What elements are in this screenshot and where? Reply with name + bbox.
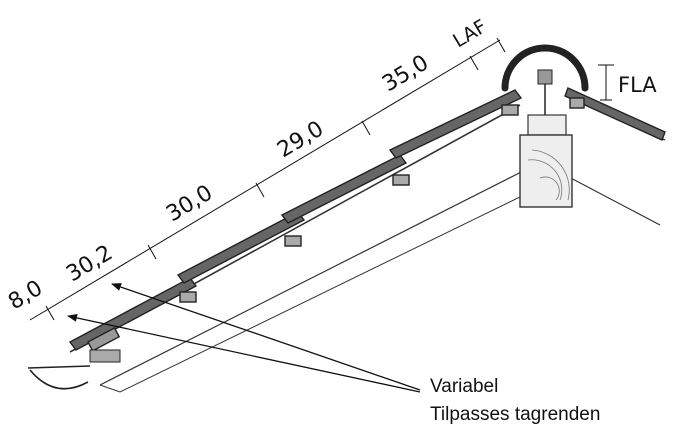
callout-line-1: Variabel <box>430 376 498 397</box>
dimension-eave: 8,0 <box>4 276 47 315</box>
tile-row <box>501 104 519 116</box>
dimension-batten-2: 30,0 <box>162 180 217 227</box>
roof-tiles <box>68 87 666 352</box>
dimension-batten-4: 35,0 <box>378 50 433 97</box>
ridge-cap <box>501 44 589 130</box>
tile-row <box>280 154 408 247</box>
dimension-ridge-gap: LAF <box>449 15 490 52</box>
gutter <box>27 349 121 390</box>
tile-row-right <box>564 87 666 141</box>
rafter-bottom-line <box>99 159 546 386</box>
dimension-batten-1: 30,2 <box>62 240 117 287</box>
ridge-beam <box>519 114 573 208</box>
tile-row <box>68 277 198 352</box>
soffit-line <box>99 174 566 393</box>
arrow-tilpasses <box>67 313 421 393</box>
callout-arrows <box>67 283 421 393</box>
tile-row <box>388 89 523 186</box>
tile-row <box>176 211 306 303</box>
dimension-batten-3: 29,0 <box>273 116 328 163</box>
dimension-chain <box>29 37 614 321</box>
dimension-ridge-height: FLA <box>618 73 657 97</box>
right-rafter-line <box>564 174 661 226</box>
arrow-variabel <box>111 283 421 391</box>
callout-line-2: Tilpasses tagrenden <box>430 404 600 425</box>
